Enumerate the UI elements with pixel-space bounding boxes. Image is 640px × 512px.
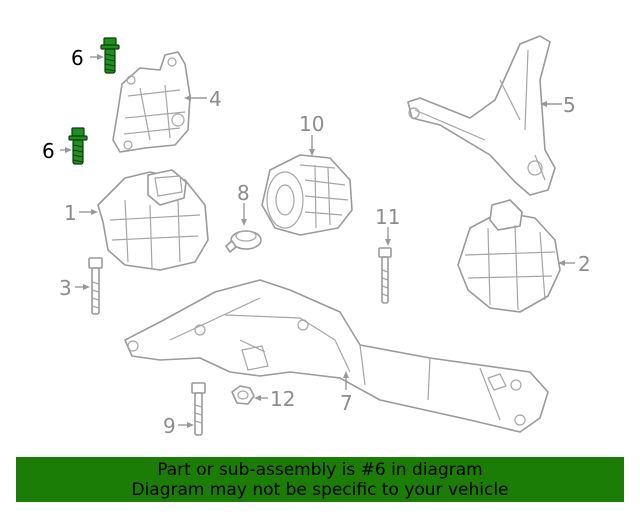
callout-10: 10 [299, 112, 324, 136]
callout-8: 8 [237, 181, 250, 205]
part-8-stud-mount [225, 230, 262, 253]
part-12-nut [231, 385, 255, 405]
banner-line-1: Part or sub-assembly is #6 in diagram [157, 460, 483, 480]
callout-7: 7 [340, 391, 353, 415]
part-9-bolt [191, 382, 206, 436]
bolt-6-lower-icon[interactable] [68, 127, 88, 165]
highlight-banner: Part or sub-assembly is #6 in diagram Di… [16, 457, 624, 502]
part-7-crossmember [124, 279, 549, 433]
callout-5: 5 [563, 93, 576, 117]
banner-line-2: Diagram may not be specific to your vehi… [131, 480, 509, 500]
part-10-bushing [261, 154, 353, 236]
part-11-bolt [378, 247, 392, 304]
callout-2: 2 [578, 252, 591, 276]
bolt-6-upper-icon[interactable] [100, 37, 120, 74]
parts-diagram: 6 4 6 5 10 1 8 11 2 3 7 12 9 [42, 35, 591, 438]
callout-11: 11 [375, 205, 400, 229]
part-5-arm-bracket [407, 35, 556, 196]
callout-4: 4 [209, 87, 222, 111]
callout-12: 12 [270, 387, 295, 411]
leader-lines [60, 54, 575, 428]
callout-3: 3 [59, 276, 72, 300]
callout-6-lower: 6 [42, 139, 55, 163]
callout-9: 9 [163, 414, 176, 438]
part-2-engine-mount [457, 199, 561, 313]
part-3-bolt [88, 257, 103, 315]
part-4-bracket [112, 51, 191, 153]
part-1-engine-mount [97, 169, 209, 271]
callout-6-upper: 6 [71, 46, 84, 70]
callout-1: 1 [64, 201, 77, 225]
